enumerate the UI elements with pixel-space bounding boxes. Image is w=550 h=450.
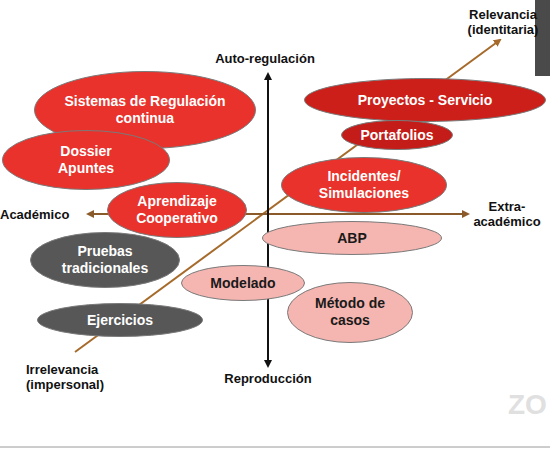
- node-text-area: Modelado: [181, 265, 305, 301]
- node-text-area: Pruebas tradicionales: [30, 232, 180, 288]
- axis-label: Auto-regulación: [195, 51, 335, 66]
- node-label: Ejercicios: [55, 312, 185, 329]
- ellipse-node: Dossier Apuntes: [2, 130, 170, 190]
- bottom-rule: [0, 447, 550, 448]
- node-label: Pruebas tradicionales: [50, 243, 160, 277]
- node-text-area: ABP: [262, 221, 442, 255]
- webcam-thumbnail: [535, 0, 550, 76]
- ellipse-node: Portafolios: [341, 120, 453, 150]
- axis-label: Reproducción: [200, 371, 336, 386]
- ellipse-node: Ejercicios: [37, 303, 203, 337]
- node-text-area: Método de casos: [287, 282, 413, 343]
- axis-label: Extra-académico: [470, 199, 544, 229]
- ellipse-node: Aprendizaje Cooperativo: [107, 182, 247, 238]
- ellipse-node: ABP: [262, 221, 442, 255]
- horizontal-axis-right: [268, 213, 468, 215]
- ellipse-node: Incidentes/ Simulaciones: [281, 157, 447, 213]
- node-text-area: Proyectos - Servicio: [304, 78, 546, 122]
- node-text-area: Dossier Apuntes: [2, 130, 170, 190]
- node-label: Modelado: [193, 275, 293, 292]
- ellipse-node: Proyectos - Servicio: [304, 78, 546, 122]
- node-label: Proyectos - Servicio: [325, 92, 525, 109]
- ellipse-node: Método de casos: [287, 282, 413, 343]
- node-text-area: Portafolios: [341, 120, 453, 150]
- ellipse-node: Pruebas tradicionales: [30, 232, 180, 288]
- node-label: Portafolios: [347, 127, 447, 144]
- node-text-area: Ejercicios: [37, 303, 203, 337]
- node-label: Dossier Apuntes: [36, 143, 136, 177]
- axis-label: Académico: [0, 207, 82, 222]
- watermark: ZO: [508, 390, 550, 420]
- node-label: ABP: [282, 230, 422, 247]
- vertical-axis-up: [267, 74, 269, 214]
- node-label: Aprendizaje Cooperativo: [122, 193, 232, 227]
- ellipse-node: Modelado: [181, 265, 305, 301]
- node-label: Sistemas de Regulación continua: [60, 93, 230, 127]
- node-text-area: Aprendizaje Cooperativo: [107, 182, 247, 238]
- node-text-area: Incidentes/ Simulaciones: [281, 157, 447, 213]
- node-label: Método de casos: [305, 295, 395, 329]
- node-label: Incidentes/ Simulaciones: [304, 168, 424, 202]
- axis-label: Relevancia (identitaria): [456, 7, 550, 37]
- axis-label: Irrelevancia (impersonal): [26, 362, 126, 392]
